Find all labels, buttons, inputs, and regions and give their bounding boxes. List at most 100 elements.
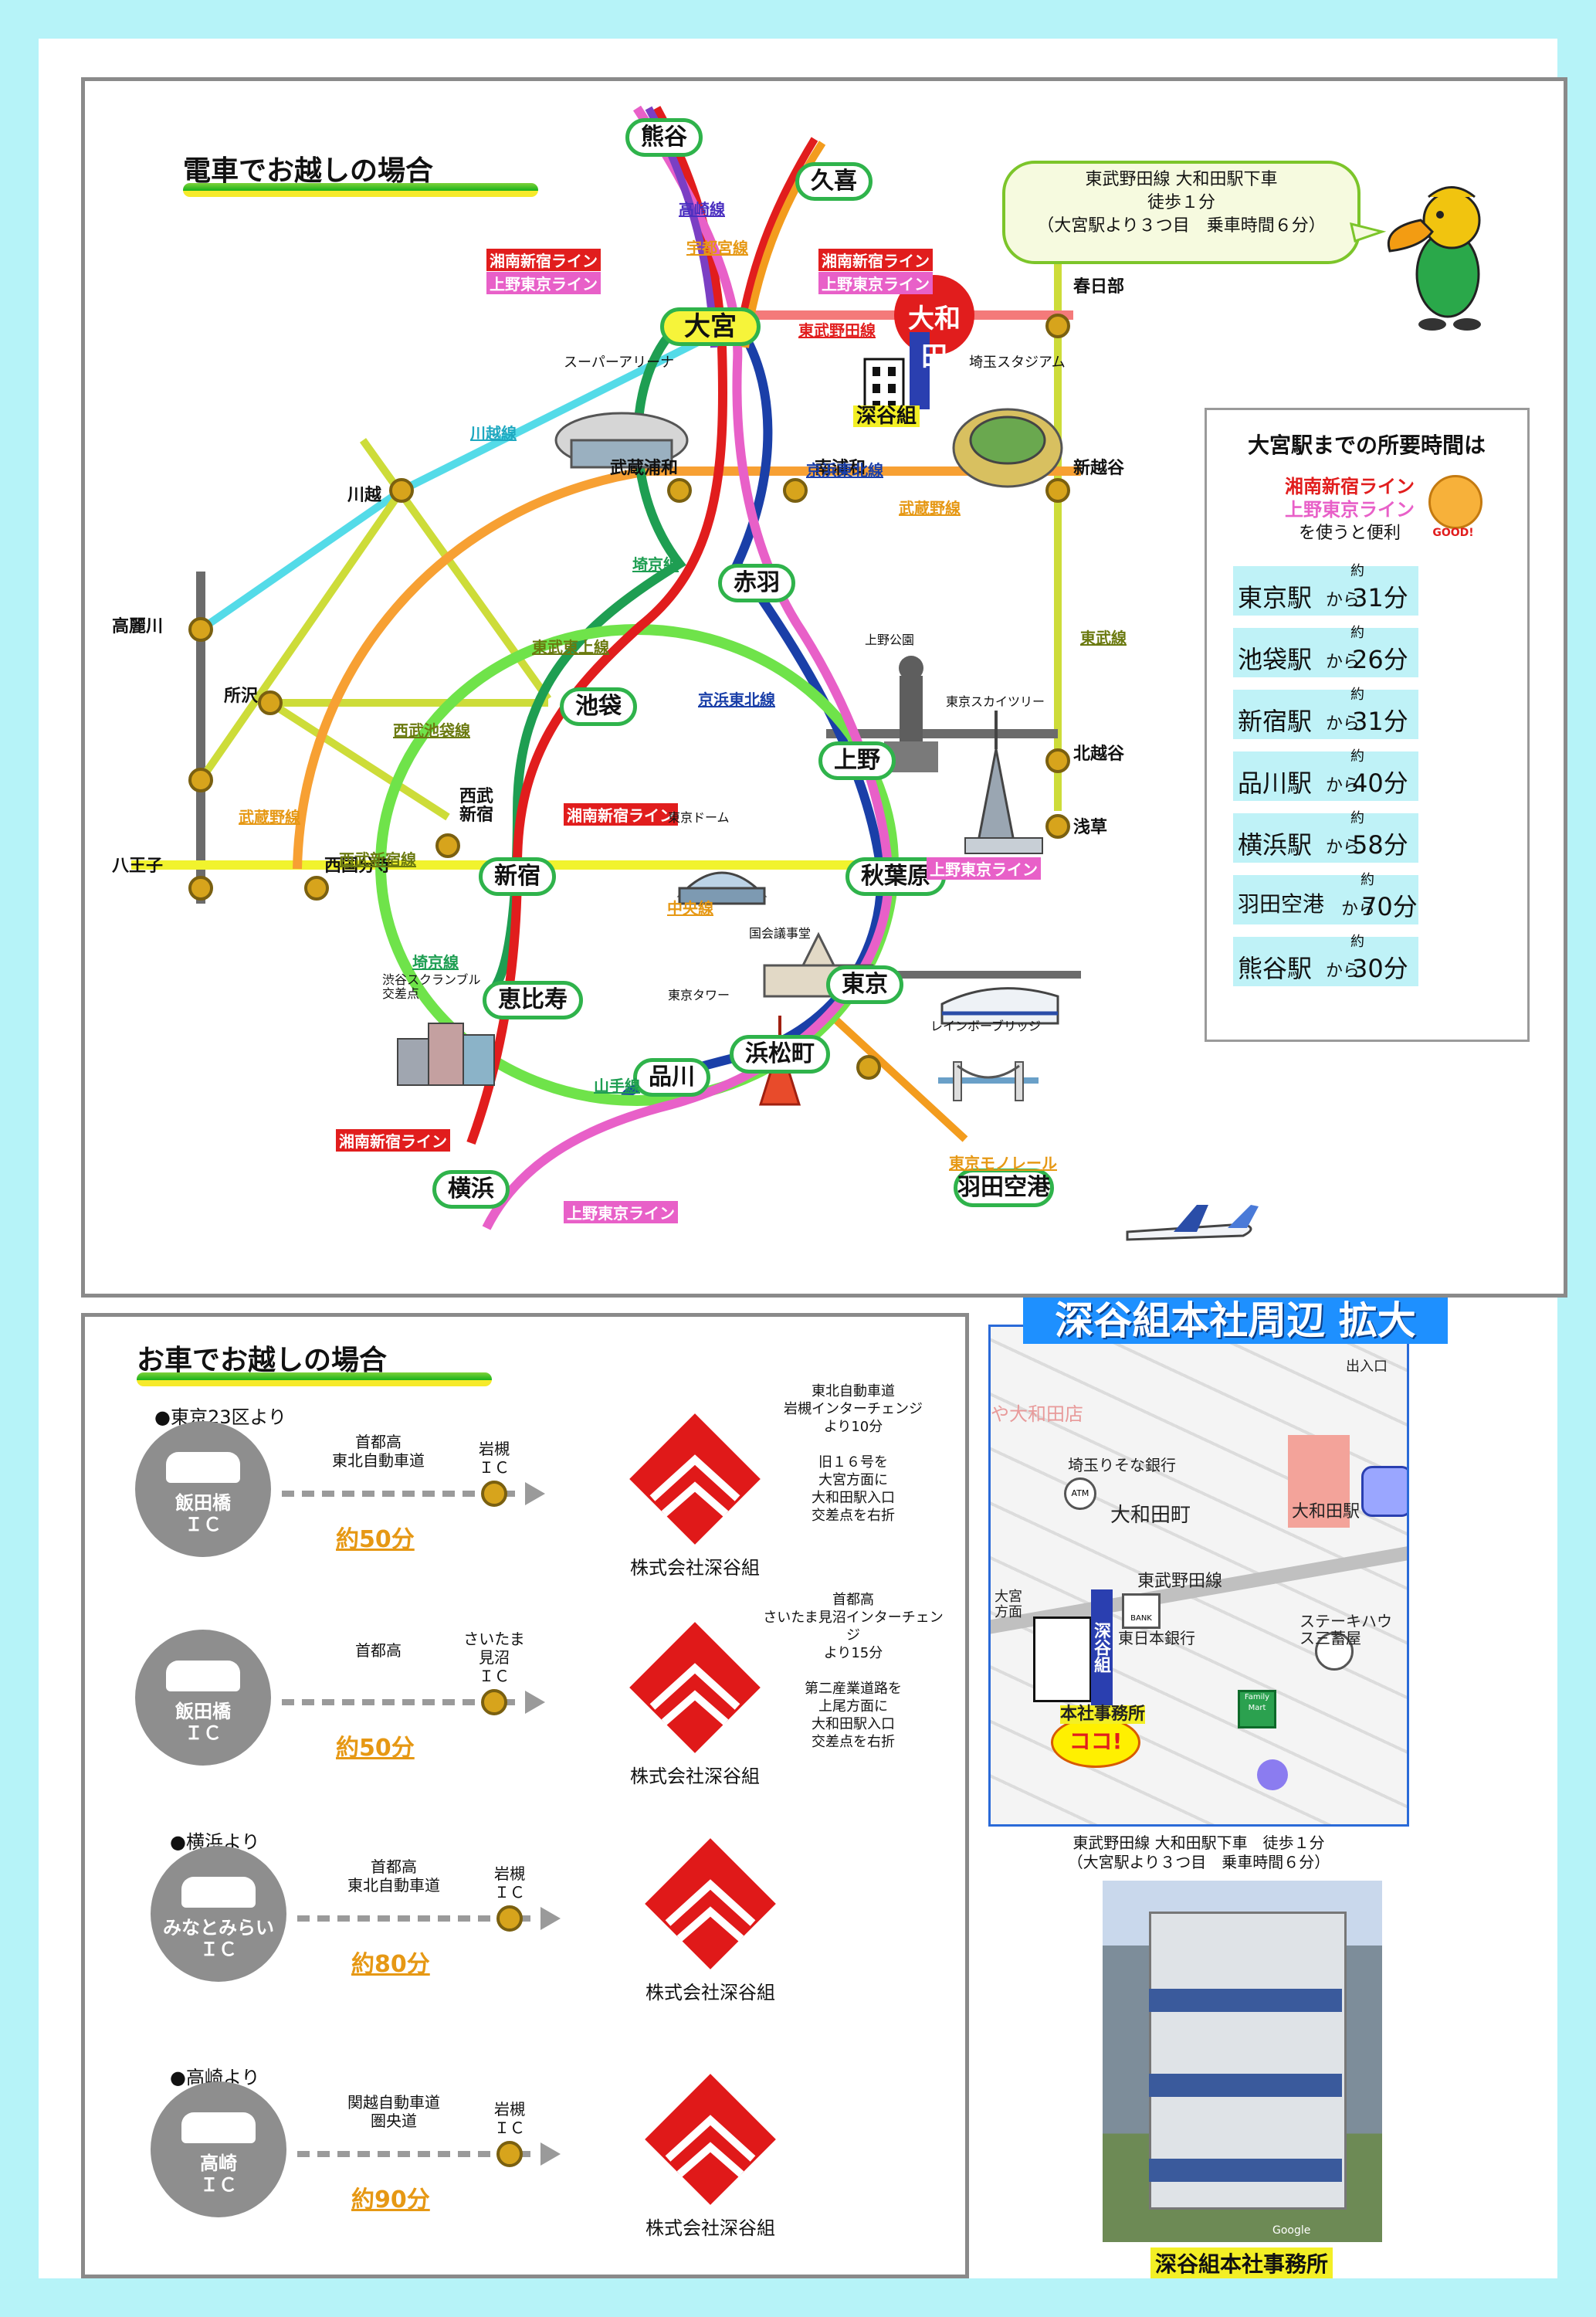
mascot-illustration (1388, 186, 1481, 331)
station-ebisu: 恵比寿 (483, 981, 583, 1019)
shibuya-illustration (397, 1023, 495, 1086)
station-minami-urawa: 南浦和 (815, 459, 866, 478)
time-value: 40分 (1352, 768, 1408, 798)
route-arrow (525, 1691, 545, 1714)
train-title-underline (183, 183, 538, 197)
ic-marker (481, 1481, 507, 1507)
time-approx: 約 (1350, 625, 1364, 641)
station-seibu-shinjuku: 西武 新宿 (459, 787, 494, 825)
train-section-title: 電車でお越しの場合 (183, 155, 434, 187)
landmark-tokyo-tower: 東京タワー (668, 988, 730, 1002)
line-label-yamanote: 山手線 (594, 1077, 640, 1095)
station-yokohama: 横浜 (432, 1170, 510, 1209)
landmark-saitama-stadium: 埼玉スタジアム (969, 355, 1066, 371)
time-station: 羽田空港 (1238, 891, 1325, 917)
line-shonan-shinjuku (466, 106, 728, 1145)
route-arrow (540, 1907, 561, 1930)
company-logo (645, 2074, 776, 2205)
time-approx: 約 (1350, 810, 1364, 826)
origin-ic: 飯田橋 ＩＣ (135, 1630, 271, 1766)
station-ueno: 上野 (818, 741, 896, 780)
station-omiya: 大宮 (660, 307, 761, 346)
line-label-seibu-shinjuku: 西武新宿線 (339, 850, 416, 869)
time-station: 東京駅 (1238, 583, 1313, 612)
station-dot-minami-urawa (783, 478, 808, 503)
time-station: 新宿駅 (1238, 707, 1313, 736)
station-akabane: 赤羽 (718, 564, 795, 602)
time-value: 31分 (1352, 583, 1408, 612)
station-dot-tokorozawa (258, 690, 283, 715)
line-label-takasaki: 高崎線 (679, 200, 725, 219)
station-hamamatsucho: 浜松町 (730, 1035, 830, 1074)
time-from: から (1326, 776, 1360, 796)
route-duration: 約50分 (336, 1526, 415, 1553)
line-kawagoe-2 (399, 332, 713, 494)
good-thumb-icon (1428, 475, 1482, 529)
time-from: から (1326, 653, 1360, 672)
origin-label: 飯田橋 ＩＣ (175, 1701, 231, 1744)
route-arrow (525, 1482, 545, 1505)
station-dot-hamamatsucho-link (856, 1055, 881, 1080)
time-approx: 約 (1350, 563, 1364, 579)
time-station: 品川駅 (1238, 768, 1313, 798)
route-duration: 約90分 (351, 2186, 430, 2214)
map-label-station: 大和田駅 (1292, 1502, 1360, 1521)
line-monorail (832, 1016, 968, 1142)
ic-marker (496, 2141, 523, 2167)
route-arrow (540, 2142, 561, 2166)
station-nishi-kokubunji: 西国分寺 (324, 857, 393, 876)
line-label-utsunomiya: 宇都宮線 (686, 239, 748, 257)
station-building (1288, 1435, 1350, 1528)
tip-line3: を使うと便利 (1298, 524, 1401, 543)
origin-label: 飯田橋 ＩＣ (175, 1492, 231, 1535)
line-label-shonan-shinjuku: 湘南新宿ライン (336, 1129, 450, 1152)
map-label-owada-faded: や大和田店 (991, 1403, 1083, 1425)
origin-label: 高崎 ＩＣ (200, 2152, 237, 2196)
destination-label: 株式会社深谷組 (630, 1766, 760, 1787)
landmark-fukaya-office: 深谷組 (853, 405, 920, 427)
line-kawagoe-link (197, 488, 405, 782)
ic-marker (496, 1905, 523, 1932)
map-label-omiya-dir: 大宮 方面 (995, 1589, 1022, 1620)
line-label-ueno-tokyo: 上野東京ライン (564, 1201, 678, 1223)
map-label-town: 大和田町 (1110, 1504, 1191, 1527)
line-label-keihin-tohoku: 京浜東北線 (698, 690, 775, 709)
bank-icon: BANK (1122, 1593, 1161, 1629)
line-kawagoe (198, 487, 404, 633)
car-icon (166, 1661, 240, 1691)
station-kuki: 久喜 (795, 162, 873, 201)
time-value: 58分 (1352, 830, 1408, 860)
origin-label: みなとみらい ＩＣ (163, 1917, 274, 1960)
ic-name: 岩槻 ＩＣ (479, 1440, 510, 1477)
ic-marker (481, 1689, 507, 1715)
station-takahagawa: 高麗川 (112, 617, 164, 636)
airplane-illustration (1126, 1205, 1259, 1241)
office-photo: Google (1103, 1881, 1382, 2242)
station-dot-musashi-urawa (667, 478, 692, 503)
car-icon (181, 2112, 256, 2143)
road-name: 関越自動車道 圏央道 (347, 2093, 440, 2130)
station-dot-kawagoe (389, 478, 414, 503)
station-dot-shin-koshigaya (1045, 478, 1070, 503)
car-title-underline (137, 1372, 492, 1386)
destination-label: 株式会社深谷組 (646, 1982, 775, 2003)
shinkansen-illustration (940, 987, 1059, 1025)
map-label-bank1: 埼玉りそな銀行 (1068, 1456, 1176, 1474)
enlarged-map-title: 深谷組本社周辺 拡大 (1023, 1298, 1448, 1344)
time-value: 30分 (1352, 954, 1408, 983)
station-tokorozawa: 所沢 (224, 687, 259, 706)
saitama-stadium-illustration (952, 408, 1063, 488)
station-dot-kita-koshigaya (1045, 748, 1070, 773)
place-marker-icon (1257, 1759, 1288, 1790)
station-dot-nishi-kokubunji (304, 876, 329, 901)
time-approx: 約 (1350, 934, 1364, 950)
route-duration: 約80分 (351, 1951, 430, 1978)
map-label-bank2: 東日本銀行 (1118, 1629, 1195, 1647)
time-value: 26分 (1352, 645, 1408, 674)
time-from: から (1326, 714, 1360, 734)
time-approx: 約 (1350, 687, 1364, 703)
train-station-icon (1361, 1466, 1407, 1517)
time-panel-title: 大宮駅までの所要時間は (1247, 433, 1486, 458)
